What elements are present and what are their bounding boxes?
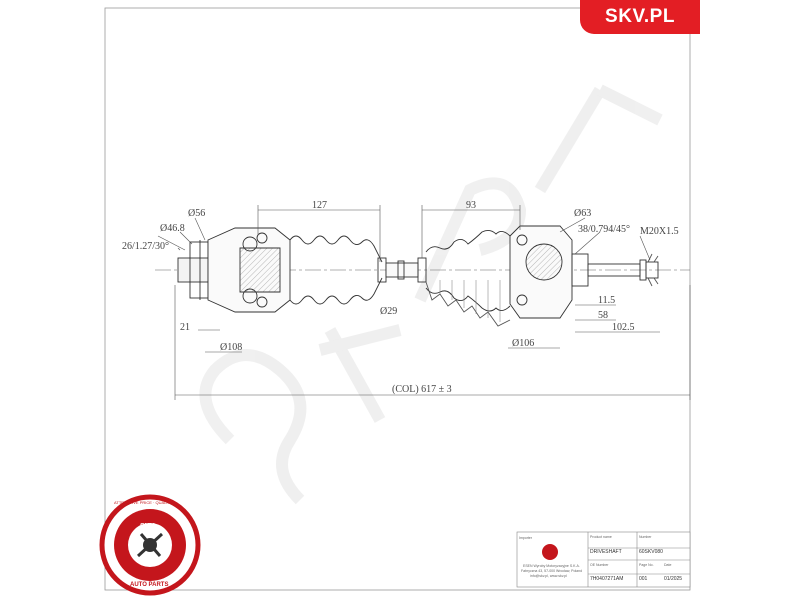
importer-contact: info@skv.pl, www.skv.pl [530, 574, 567, 578]
dim-d63: Ø63 [574, 208, 591, 219]
importer-label: Importer [519, 536, 533, 540]
seal-center-text: SKV [140, 523, 155, 530]
watermark [199, 84, 663, 505]
importer-name: ESEN Wyroby Motoryzacyjne S.K.A. [523, 564, 580, 568]
date: 01/2025 [664, 576, 682, 582]
part-number: 60SKV080 [639, 549, 663, 555]
dim-d108: Ø108 [220, 342, 242, 353]
dim-d106: Ø106 [512, 338, 534, 349]
dimension-lines [157, 205, 691, 400]
title-block [516, 531, 691, 588]
dim-d29: Ø29 [380, 306, 397, 317]
dim-spline-outer: 38/0.794/45° [578, 224, 630, 235]
importer-address: Fabryczna 43, 57-000 Wrocław, Poland [521, 569, 582, 573]
dim-overall: (COL) 617 ± 3 [392, 384, 452, 395]
dim-11-5: 11.5 [598, 295, 615, 306]
inner-cv-joint [177, 227, 291, 313]
dim-93: 93 [466, 200, 476, 211]
number-label: Number [639, 535, 652, 539]
oe-number: 7H0407271AM [590, 576, 623, 582]
dim-thread: M20X1.5 [640, 226, 679, 237]
dim-102-5: 102.5 [612, 322, 635, 333]
shaft [385, 260, 419, 280]
dim-127: 127 [312, 200, 327, 211]
brand-logo[interactable]: SKV.PL [580, 0, 700, 34]
seal-bottom-text: AUTO PARTS [130, 582, 168, 588]
product-label: Product name [590, 535, 612, 539]
brand-name: SKV.PL [605, 6, 675, 27]
auto-parts-seal: SKV ATTRACTIVE PRICE · QUALITY · AUTO PA… [99, 494, 201, 596]
outer-boot [417, 229, 511, 327]
page-label: Page No. [639, 563, 654, 567]
dim-58: 58 [598, 310, 608, 321]
product-name: DRIVESHAFT [590, 549, 622, 555]
date-label: Date [664, 563, 671, 567]
oe-label: OE Number [590, 563, 609, 567]
dim-d46-8: Ø46.8 [160, 223, 185, 234]
dim-21: 21 [180, 322, 190, 333]
page-number: 001 [639, 576, 648, 582]
outer-cv-joint [509, 225, 659, 319]
seal-top-text: ATTRACTIVE PRICE · QUALITY · [114, 500, 175, 505]
dim-d56: Ø56 [188, 208, 205, 219]
dim-spline-inner: 26/1.27/30° [122, 241, 169, 252]
